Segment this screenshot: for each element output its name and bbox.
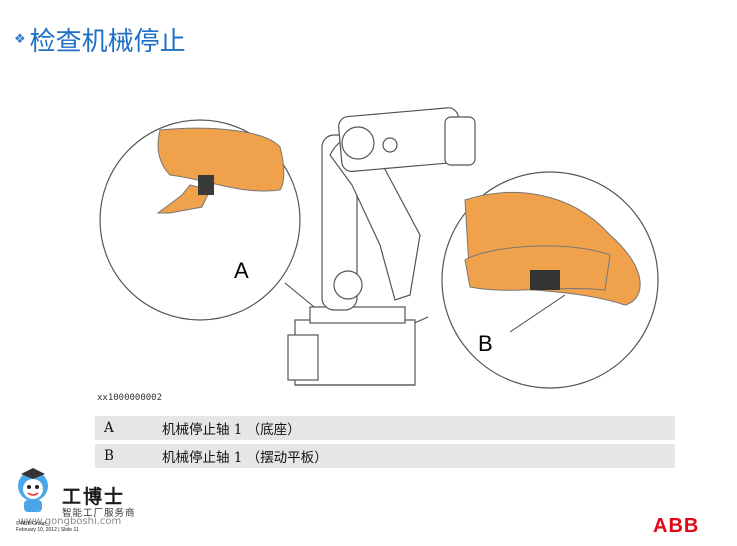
label-b: B: [478, 331, 493, 356]
row-value: 机械停止轴 1 （底座）: [162, 422, 301, 438]
slide-date: February 10, 2012 | Slide 11: [16, 527, 79, 533]
gongboshi-logo-icon: [18, 468, 48, 512]
table-row: A 机械停止轴 1 （底座）: [95, 416, 675, 440]
robot-base: [287, 306, 416, 386]
logo-name: 工博士: [62, 486, 126, 508]
row-key: A: [104, 420, 114, 436]
label-a: A: [234, 258, 249, 283]
legend-table: A 机械停止轴 1 （底座） B 机械停止轴 1 （摆动平板）: [95, 416, 675, 468]
row-value: 机械停止轴 1 （摆动平板）: [162, 450, 328, 466]
robot-illustration: [99, 107, 659, 389]
robot-arm: [321, 107, 476, 311]
robot-figure: A B: [90, 95, 670, 395]
copyright-line: © ABB Group: [16, 521, 47, 527]
slide-title: 检查机械停止: [29, 26, 186, 57]
slide-title-row: ❖ 检查机械停止: [14, 20, 186, 58]
abb-logo-text: ABB: [653, 515, 699, 535]
detail-a: [99, 119, 301, 321]
figure-id: xx1000000002: [97, 393, 163, 403]
bullet-icon: ❖: [14, 31, 26, 47]
logo-tagline: 智能工厂服务商: [62, 508, 136, 519]
logo-url: www.gongboshi.com: [18, 516, 122, 527]
row-key: B: [104, 448, 114, 464]
copyright: © ABB Group February 10, 2012 | Slide 11: [16, 521, 79, 533]
table-row: B 机械停止轴 1 （摆动平板）: [95, 444, 675, 468]
detail-b: [441, 171, 659, 389]
abb-logo-icon: ABB: [653, 515, 699, 535]
